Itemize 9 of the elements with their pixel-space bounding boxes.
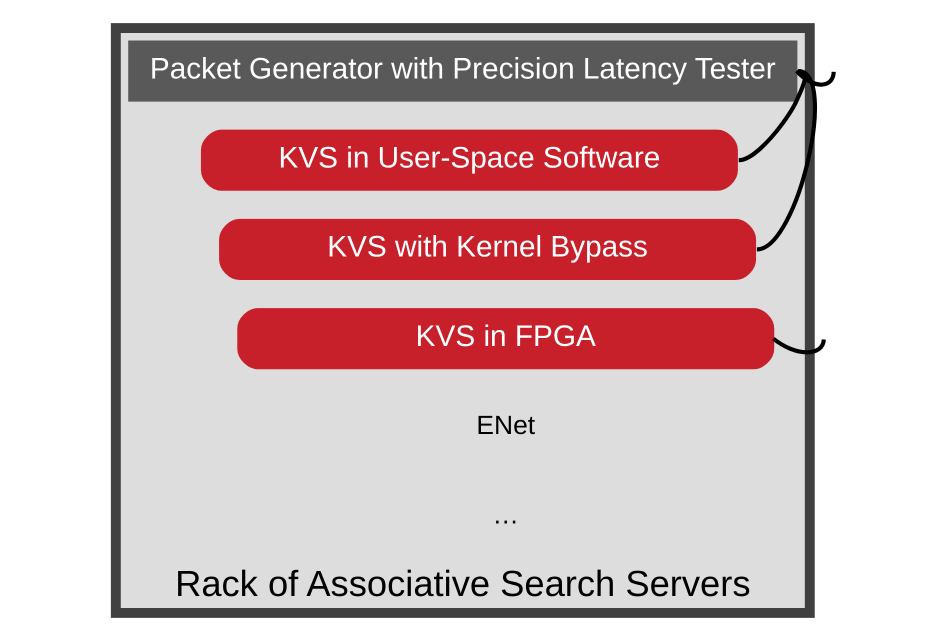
node-box: KVS in FPGA [237,308,774,370]
node-box: KVS in User-Space Software [200,130,738,191]
node-box: Packet Generator with Precision Latency Tester [128,40,798,102]
connector [756,69,817,252]
label: ENet [476,410,536,440]
node-box: KVS with Kernel Bypass [219,218,756,280]
label: … [492,499,519,530]
connector [795,70,836,87]
connector [772,337,826,354]
